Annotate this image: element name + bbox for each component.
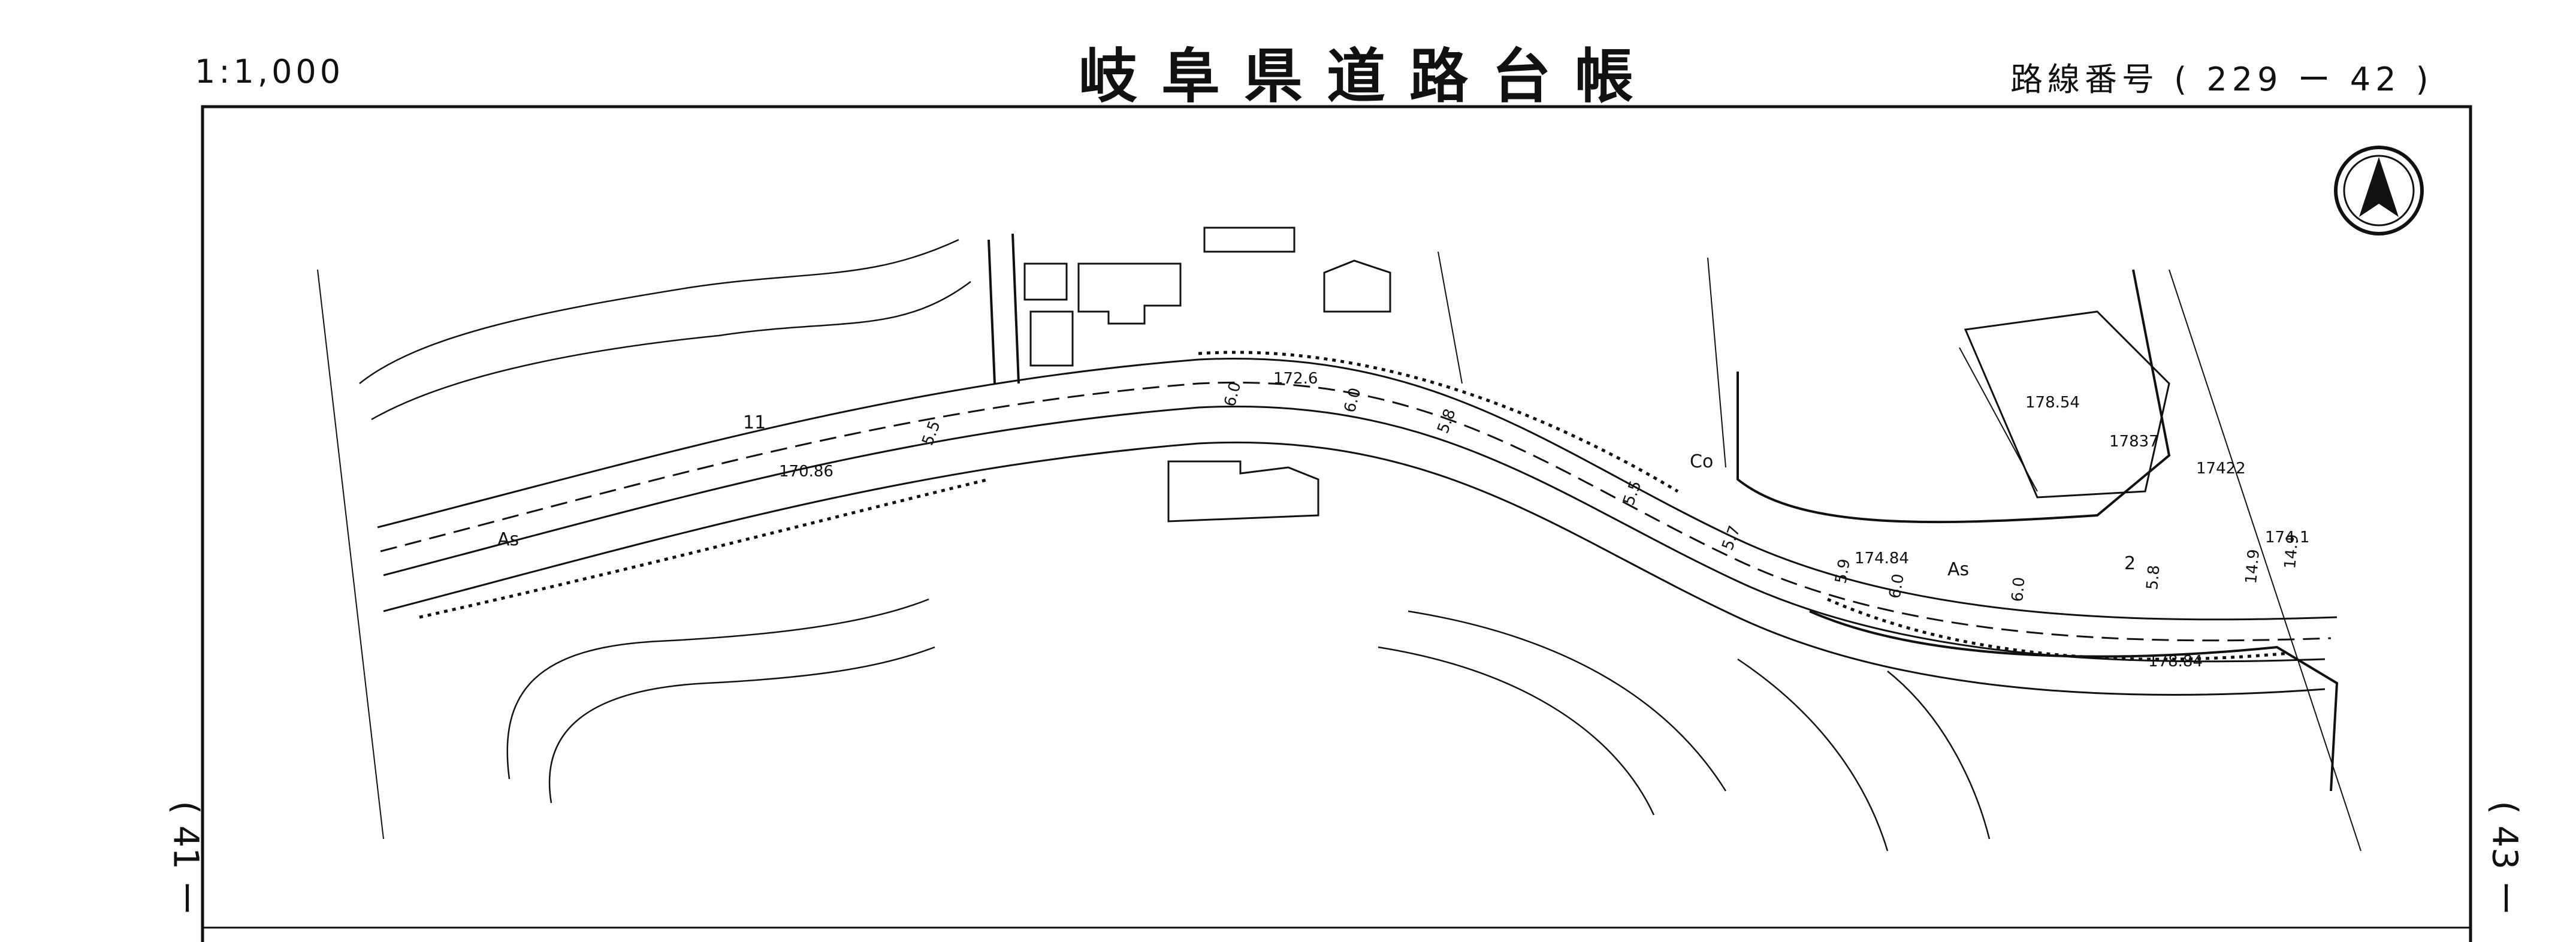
width-label: 6.0 [1341,386,1365,415]
width-label: 5.8 [1434,406,1459,436]
width-label: 5.9 [1832,557,1854,585]
width-label: 5.8 [2143,564,2163,591]
width-label: 5.5 [1620,478,1645,508]
width-label: 6.0 [1221,380,1245,409]
route-value: ( 229 ー 42 ) [2174,61,2433,98]
elevation-label: 170.86 [779,463,833,481]
page-title: 岐阜県道路台帳 [1079,42,1658,111]
surface-label: As [497,529,519,550]
route-number: 路線番号 ( 229 ー 42 ) [2010,53,2433,100]
map-scale: 1:1,000 [195,53,345,90]
marker-label: 2 [2124,553,2136,574]
north-arrow-icon [2334,146,2424,236]
width-label: 5.5 [919,418,944,448]
elevation-label: 174.84 [1855,550,1909,567]
map-frame [201,105,2472,942]
route-label: 路線番号 [2010,61,2159,98]
buildings [1023,227,2170,523]
width-label: 14.9 [2242,548,2263,584]
elevation-label: 178.54 [2025,394,2080,412]
elevation-label: 17837 [2109,433,2159,451]
surface-label: As [1947,559,1969,580]
retaining-walls [987,233,2339,792]
map-labels: As As Co 170.86 172.6 174.84 174.1 178.5… [497,370,2309,671]
surface-label: Co [1690,451,1713,472]
elevation-label: 174.1 [2265,529,2309,547]
width-label: 5.7 [1719,523,1744,552]
road-edges [377,358,2338,696]
elevation-label: 17422 [2196,460,2246,478]
terrain-lines [317,251,2361,852]
elevation-label: 172.6 [1273,370,1318,388]
width-label: 6.0 [1886,572,1908,600]
marker-label: 11 [743,412,766,433]
elevation-label: 178.84 [2148,653,2203,671]
road-centerline [380,381,2332,642]
width-label: 6.0 [2009,576,2028,603]
width-label: 14.9 [2281,533,2302,569]
contour-lines [359,238,1991,852]
